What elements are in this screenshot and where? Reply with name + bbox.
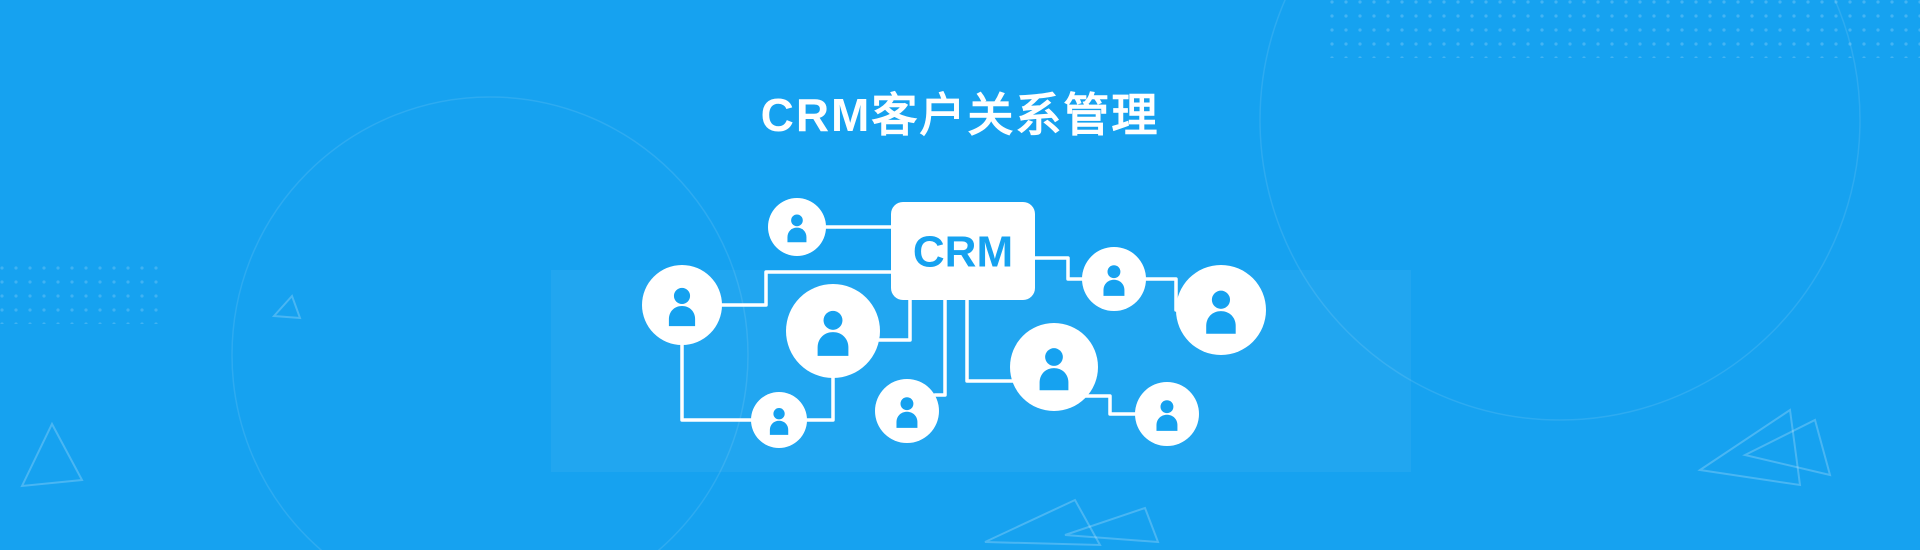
- triangle-decoration: [1742, 418, 1832, 477]
- person-nodes: [642, 198, 1266, 448]
- triangle-decoration: [1697, 408, 1802, 487]
- connector-line: [1033, 256, 1084, 281]
- connector-line: [805, 376, 835, 422]
- triangle-decoration: [20, 421, 84, 488]
- crm-box-label: CRM: [913, 228, 1013, 277]
- connector-line: [965, 298, 1015, 383]
- connector-lines: [680, 225, 1178, 422]
- connector-line: [720, 270, 893, 307]
- person-node: [1082, 247, 1146, 311]
- connector-line: [680, 343, 753, 422]
- connector-line: [933, 298, 947, 397]
- crm-box: [891, 202, 1035, 300]
- banner-title: CRM客户关系管理: [760, 89, 1160, 141]
- person-node: [751, 392, 807, 448]
- circle-outline-decoration: [231, 96, 749, 550]
- triangle-decoration: [984, 498, 1102, 547]
- person-node: [642, 265, 722, 345]
- dots-decoration: [0, 262, 165, 324]
- triangle-decoration: [1064, 506, 1160, 544]
- connector-line: [1144, 277, 1178, 312]
- person-node: [786, 284, 880, 378]
- person-node: [1176, 265, 1266, 355]
- triangle-decoration: [271, 294, 302, 320]
- person-node: [768, 198, 826, 256]
- circle-outline-decoration: [1259, 0, 1861, 421]
- person-node: [875, 379, 939, 443]
- connector-line: [877, 298, 912, 342]
- person-node: [1135, 382, 1199, 446]
- person-node: [1010, 323, 1098, 411]
- connector-line: [1083, 394, 1137, 416]
- dots-decoration: [1330, 0, 1920, 58]
